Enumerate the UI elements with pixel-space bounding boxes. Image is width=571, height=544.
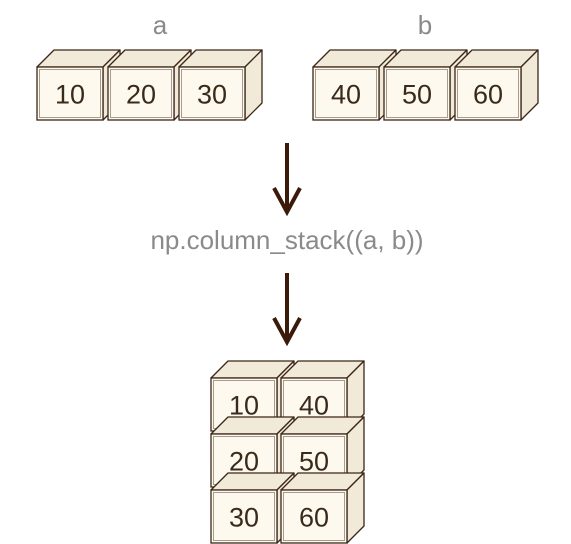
cell-value: 10: [55, 80, 85, 110]
cell-value: 60: [299, 503, 329, 533]
down-arrow-icon: [272, 143, 302, 217]
cell-value: 30: [229, 503, 259, 533]
cell-value: 50: [299, 447, 329, 477]
cell-value: 40: [331, 80, 361, 110]
array-b-cell-1: 50: [383, 49, 468, 121]
cell-value: 40: [299, 391, 329, 421]
operation-label: np.column_stack((a, b)): [150, 225, 423, 255]
down-arrow-icon: [272, 273, 302, 347]
array-b-cell-2: 60: [454, 49, 539, 121]
array-b-cell-0: 40: [312, 49, 397, 121]
result-array: 10 40 20 50 30 60: [210, 360, 365, 544]
cell-value: 20: [126, 80, 156, 110]
cell-value: 10: [229, 391, 259, 421]
cell-value: 50: [402, 80, 432, 110]
cell-value: 60: [473, 80, 503, 110]
array-a-cell-0: 10: [36, 49, 121, 121]
array-b: 40 50 60: [312, 49, 539, 121]
array-a: 10 20 30: [36, 49, 263, 121]
array-b-label: b: [418, 10, 432, 40]
cell-value: 20: [229, 447, 259, 477]
array-a-label: a: [153, 10, 168, 40]
result-cell-2-1: 60: [280, 472, 365, 544]
cell-value: 30: [197, 80, 227, 110]
array-a-cell-2: 30: [178, 49, 263, 121]
